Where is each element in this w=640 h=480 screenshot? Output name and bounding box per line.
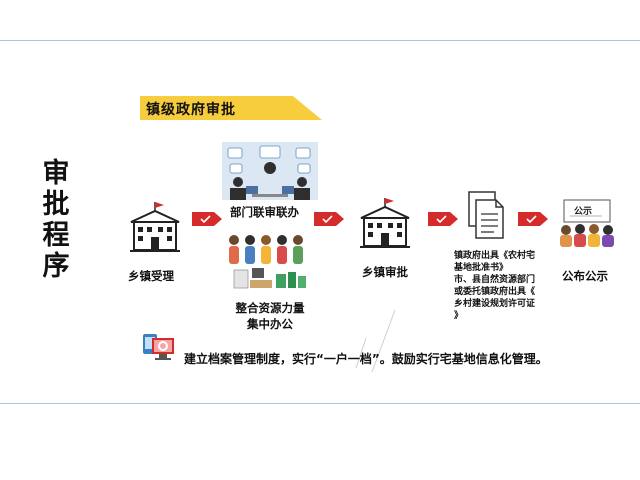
permits-notes: 镇政府出具《农村宅 基地批准书》 市、县自然资源部门 或委托镇政府出具《 乡村建… — [454, 250, 535, 322]
step-joint-review: 部门联审联办 — [230, 205, 299, 219]
computer-gear-icon — [143, 334, 174, 360]
permits-line: 基地批准书》 — [454, 263, 509, 273]
title-char: 序 — [42, 251, 70, 282]
team-icon — [229, 235, 303, 264]
step-township-accept: 乡镇受理 — [128, 269, 174, 283]
title-char: 审 — [42, 158, 70, 189]
building-icon — [130, 202, 180, 252]
title-char: 程 — [42, 220, 70, 251]
arrow-right-icon — [518, 212, 548, 226]
arrow-right-icon — [314, 212, 344, 226]
footer-note: 建立档案管理制度，实行“一户一档”。鼓励实行宅基地信息化管理。 — [184, 352, 548, 366]
document-icon — [468, 191, 504, 239]
building-icon — [360, 198, 410, 248]
people-meeting-icon — [222, 142, 318, 200]
arrow-right-icon — [192, 212, 222, 226]
public-notice-people — [560, 199, 614, 247]
vertical-title: 审 批 程 序 — [36, 158, 76, 282]
step-integrate-line2: 集中办公 — [247, 317, 293, 331]
arrow-right-icon — [428, 212, 458, 226]
step-integrate-line1: 整合资源力量 — [235, 301, 305, 315]
permits-line: 镇政府出具《农村宅 — [454, 251, 536, 261]
banner-label: 镇级政府审批 — [146, 102, 236, 118]
step-publicize: 公布公示 — [562, 269, 608, 283]
permits-line: 》 — [454, 311, 464, 321]
step-integrate: 整合资源力量 集中办公 — [230, 300, 310, 332]
permits-line: 乡村建设规划许可证 — [454, 299, 536, 309]
step-township-approve: 乡镇审批 — [362, 265, 408, 279]
public-notice-icon: 公示 — [556, 196, 618, 248]
office-desk-icon — [233, 268, 306, 289]
permits-line: 市、县自然资源部门 — [454, 275, 536, 285]
permits-line: 或委托镇政府出具《 — [454, 287, 536, 297]
title-char: 批 — [42, 189, 70, 220]
banner-shape — [140, 96, 322, 120]
notice-sign-text: 公示 — [574, 207, 593, 217]
